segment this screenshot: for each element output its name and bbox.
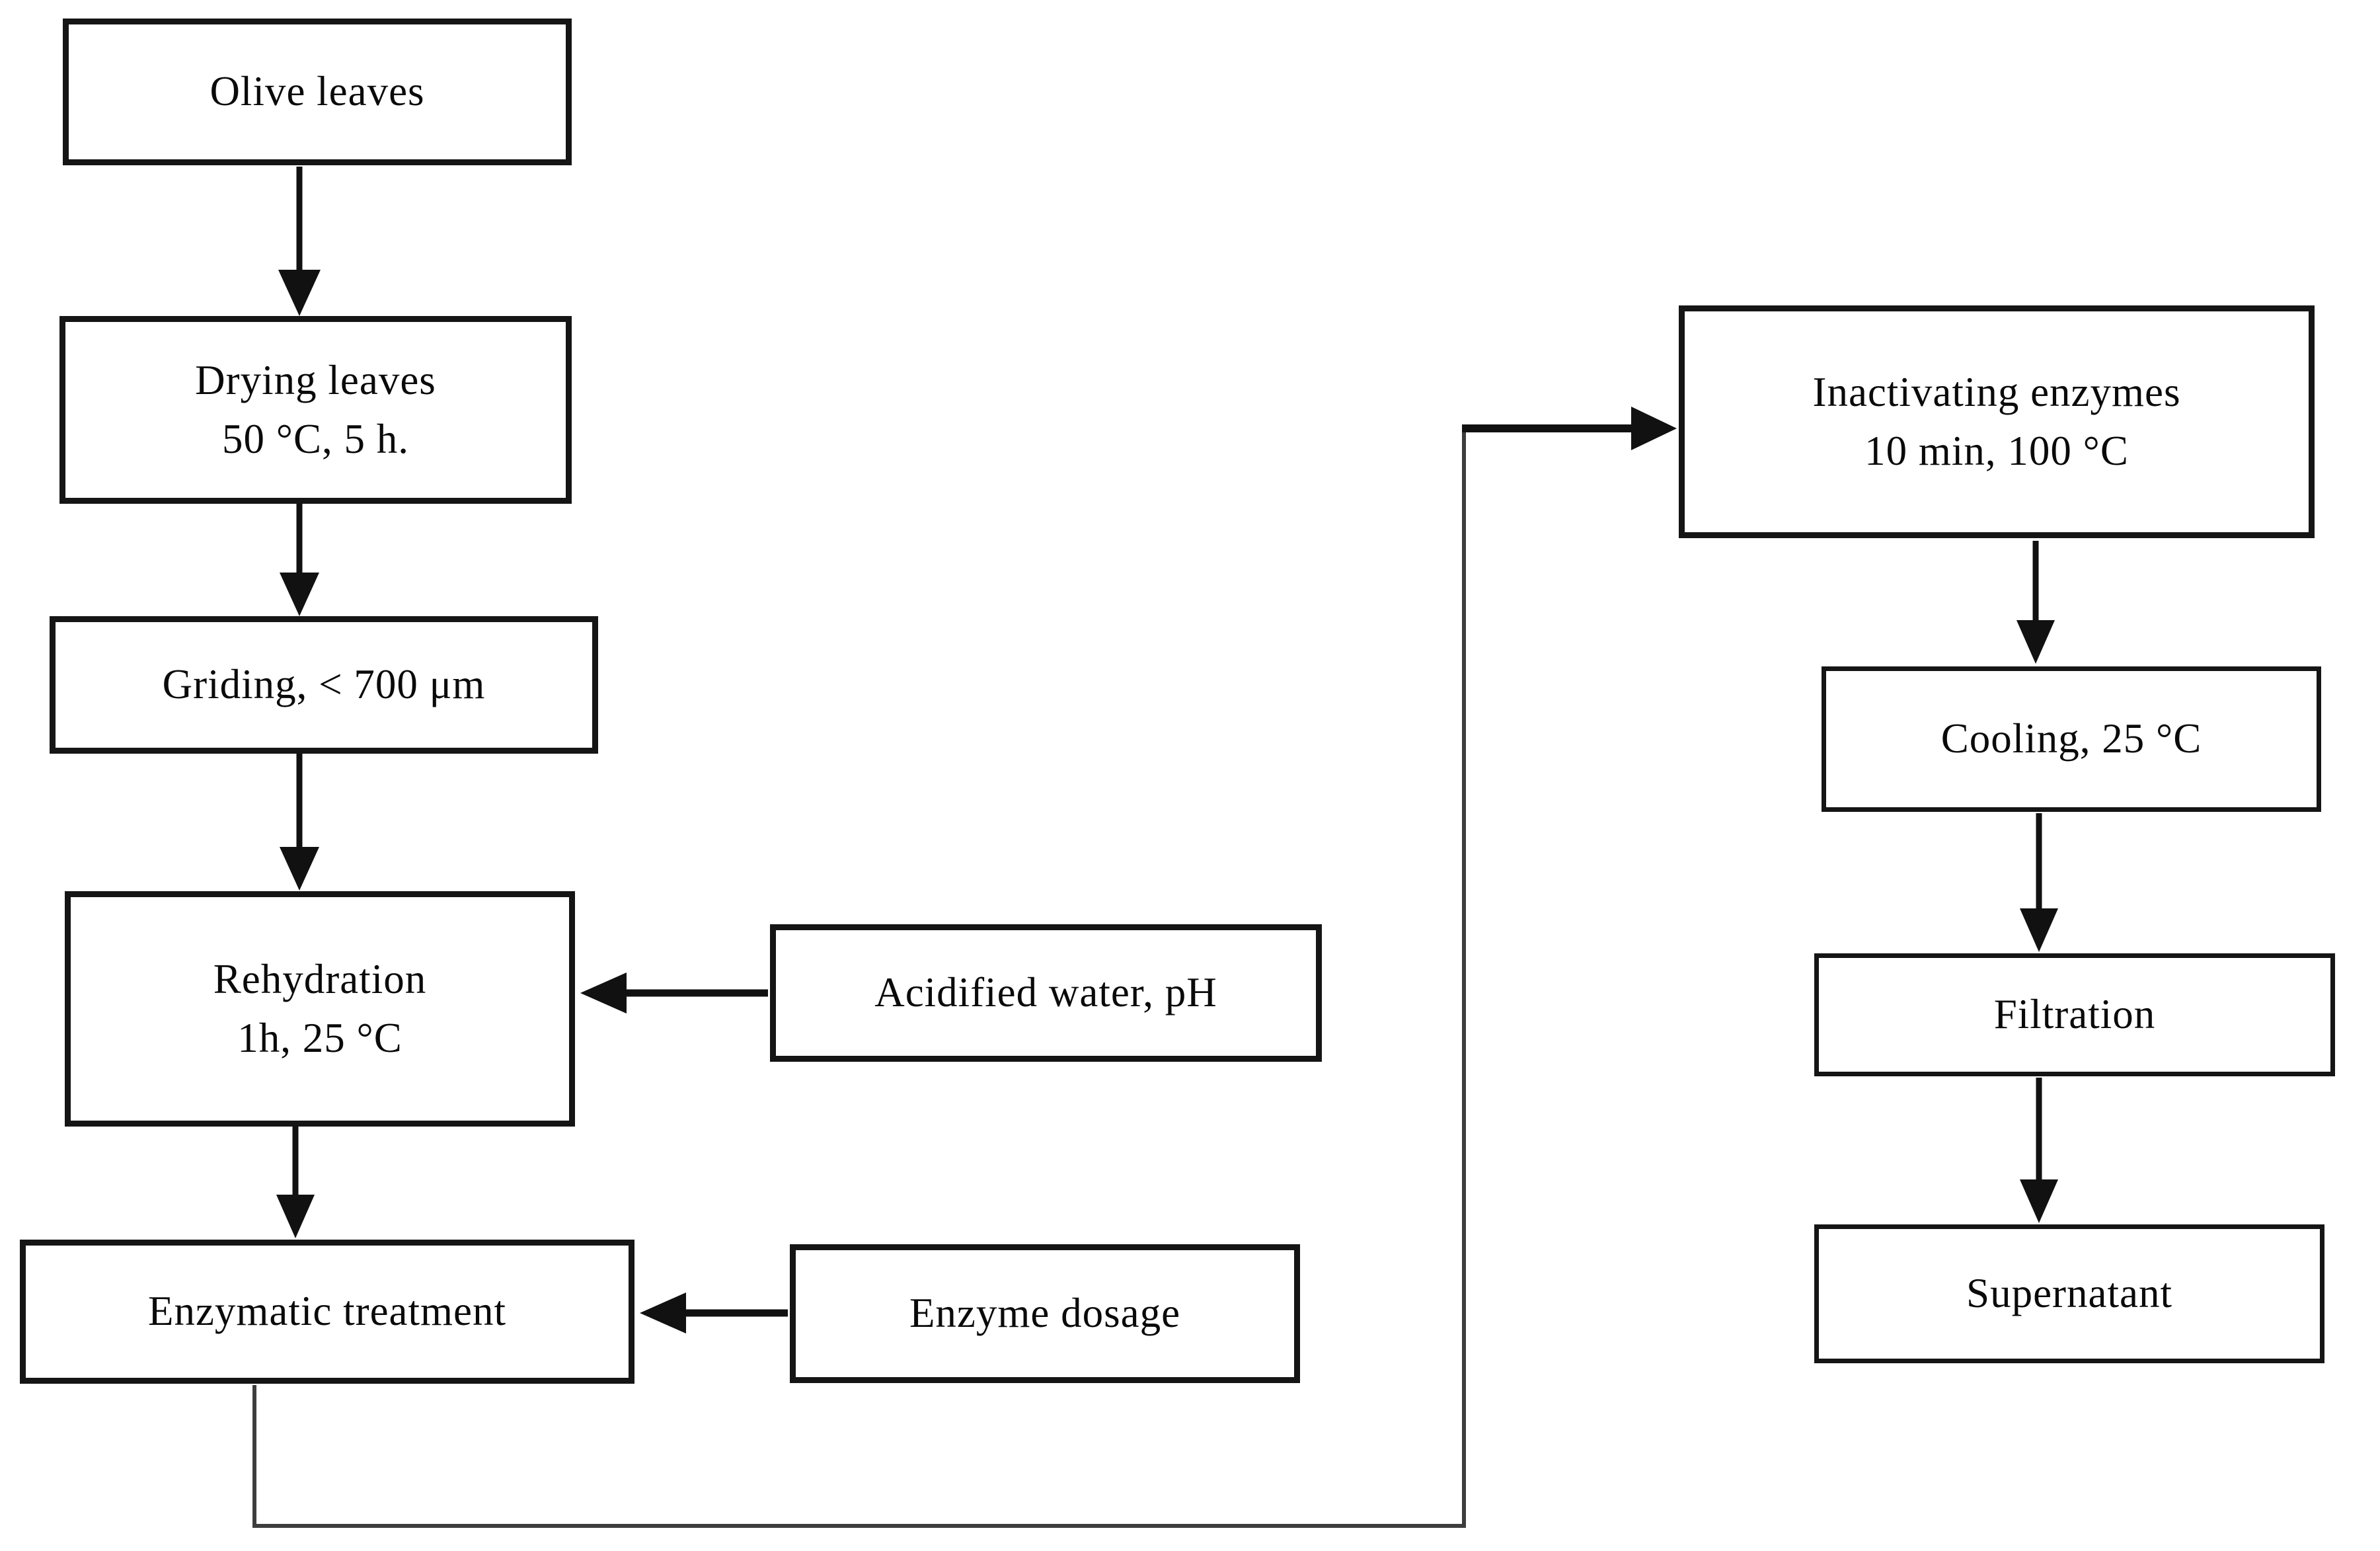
node-inactivating-enzymes-line2: 10 min, 100 °C — [1864, 428, 2129, 474]
node-inactivating-enzymes-line1: Inactivating enzymes — [1812, 368, 2181, 415]
node-drying-leaves-line2: 50 °C, 5 h. — [222, 416, 409, 462]
node-enzymatic-treatment-label: Enzymatic treatment — [147, 1288, 506, 1335]
arrow-olive-to-drying — [278, 167, 321, 316]
arrow-inactivating-to-cooling — [2016, 541, 2055, 664]
node-supernatant: Supernatant — [1814, 1224, 2324, 1363]
node-grinding: Griding, < 700 μm — [50, 616, 598, 754]
node-enzymatic-treatment: Enzymatic treatment — [20, 1240, 634, 1384]
arrow-grinding-to-rehydration — [280, 754, 319, 891]
node-drying-leaves-line1: Drying leaves — [195, 356, 436, 403]
node-drying-leaves: Drying leaves 50 °C, 5 h. — [59, 316, 572, 504]
node-rehydration-line2: 1h, 25 °C — [237, 1015, 403, 1061]
node-acidified-water-label: Acidified water, pH — [874, 969, 1217, 1016]
node-rehydration-line1: Rehydration — [213, 955, 427, 1002]
node-olive-leaves-label: Olive leaves — [210, 68, 425, 115]
arrow-drying-to-grinding — [280, 504, 319, 616]
arrow-acidified-to-rehydration — [580, 973, 768, 1014]
node-supernatant-label: Supernatant — [1966, 1270, 2172, 1317]
arrow-cooling-to-filtration — [2020, 813, 2058, 952]
arrow-filtration-to-supernatant — [2020, 1078, 2058, 1223]
node-cooling-label: Cooling, 25 °C — [1940, 715, 2202, 762]
arrow-rehydration-to-enzymatic — [276, 1127, 315, 1238]
node-olive-leaves: Olive leaves — [63, 19, 572, 165]
node-cooling: Cooling, 25 °C — [1822, 666, 2321, 812]
node-inactivating-enzymes: Inactivating enzymes 10 min, 100 °C — [1679, 305, 2315, 538]
node-rehydration: Rehydration 1h, 25 °C — [65, 891, 575, 1127]
connector-enzymatic-to-inactivating — [252, 407, 1677, 1528]
node-enzyme-dosage-label: Enzyme dosage — [909, 1290, 1181, 1337]
arrow-dosage-to-enzymatic — [640, 1292, 788, 1333]
node-filtration-label: Filtration — [1993, 991, 2156, 1038]
node-acidified-water: Acidified water, pH — [770, 924, 1322, 1062]
node-filtration: Filtration — [1814, 953, 2335, 1076]
node-enzyme-dosage: Enzyme dosage — [790, 1244, 1300, 1383]
node-grinding-label: Griding, < 700 μm — [162, 661, 486, 708]
